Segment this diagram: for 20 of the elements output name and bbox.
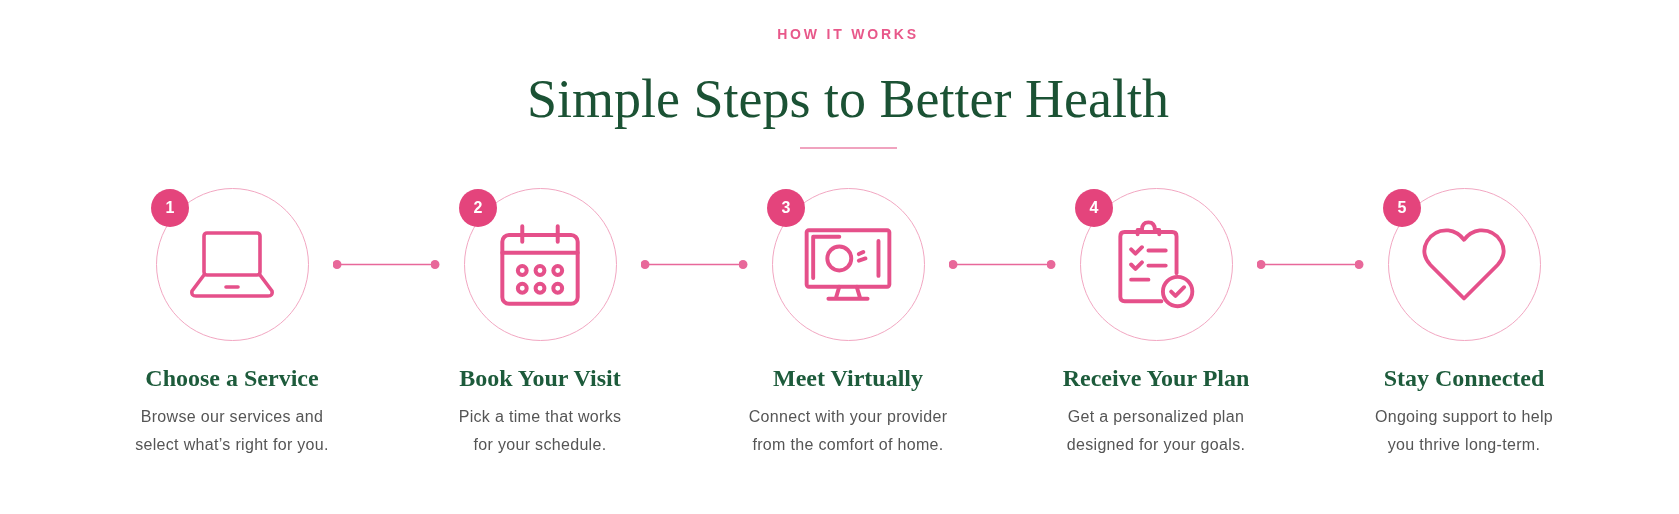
step-heading: Choose a Service	[145, 364, 319, 393]
step-number-badge: 2	[459, 189, 497, 227]
step-heading: Stay Connected	[1383, 364, 1545, 393]
step-description: Get a personalized plan designed for your goals.	[1065, 407, 1247, 455]
section-eyebrow: HOW IT WORKS	[777, 26, 919, 42]
step-number-badge: 3	[767, 189, 805, 227]
step-number-badge: 1	[151, 189, 189, 227]
step-number-badge: 4	[1075, 189, 1113, 227]
step-description: Browse our services and select what’s right for you.	[134, 407, 330, 455]
connector-line	[332, 260, 440, 269]
connector-line	[640, 260, 748, 269]
step-heading: Book Your Visit	[459, 364, 621, 393]
step-heading: Meet Virtually	[773, 364, 923, 393]
step-description: Connect with your provider from the comfort of home.	[747, 407, 949, 455]
step-description: Ongoing support to help you thrive long-term.	[1373, 407, 1555, 455]
step-heading: Receive Your Plan	[1062, 364, 1250, 393]
step-description: Pick a time that works for your schedule.	[457, 407, 623, 455]
connector-line	[948, 260, 1056, 269]
step-number-badge: 5	[1383, 189, 1421, 227]
connector-line	[1256, 260, 1364, 269]
